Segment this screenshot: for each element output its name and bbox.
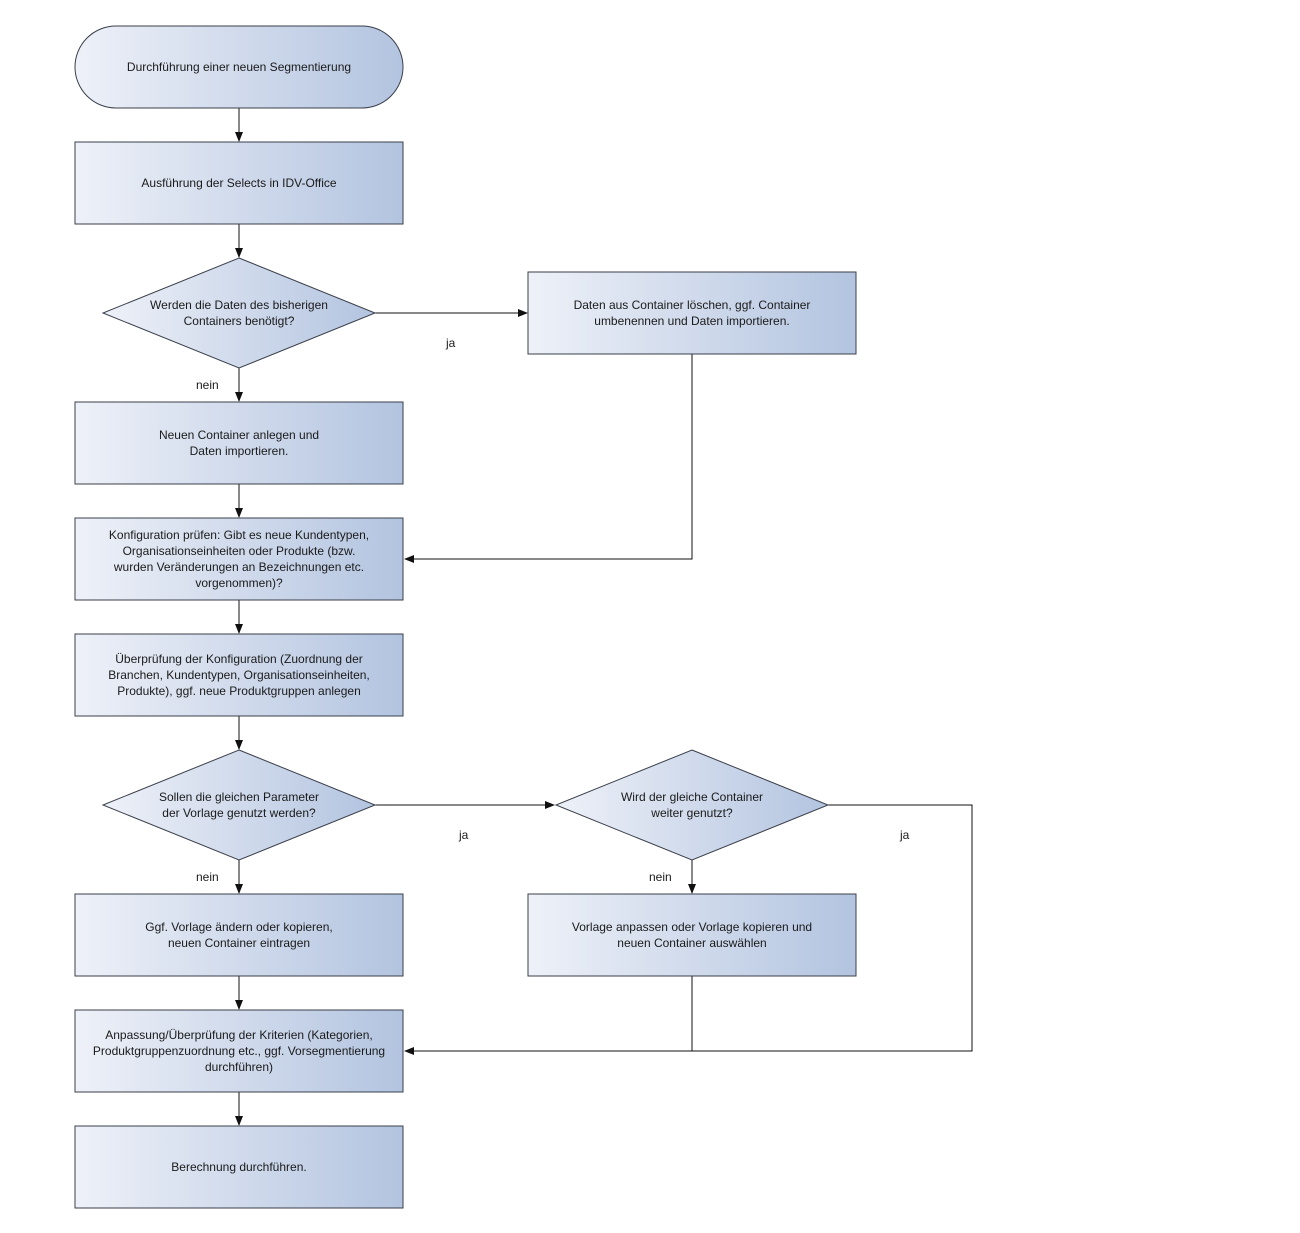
- adjust-criteria-line: Anpassung/Überprüfung der Kriterien (Kat…: [105, 1028, 373, 1042]
- review-config-line: Überprüfung der Konfiguration (Zuordnung…: [115, 652, 363, 666]
- change-template-node: Ggf. Vorlage ändern oder kopieren, neuen …: [74, 893, 404, 977]
- change-template-text: Ggf. Vorlage ändern oder kopieren, neuen …: [145, 920, 332, 950]
- delete-data-line: Daten aus Container löschen, ggf. Contai…: [574, 298, 811, 312]
- new-container-line: Daten importieren.: [190, 444, 289, 458]
- calculate-text: Berechnung durchführen.: [171, 1160, 306, 1174]
- calculate-box: [74, 1125, 404, 1209]
- connectors: [235, 108, 973, 1126]
- decision-same-container: Wird der gleiche Container weiter genutzt…: [554, 749, 830, 861]
- decision-data-needed-line: Werden die Daten des bisherigen: [150, 298, 328, 312]
- selects-box: [74, 141, 404, 225]
- start-line: Durchführung einer neuen Segmentierung: [127, 60, 351, 74]
- check-config-line: Organisationseinheiten oder Produkte (bz…: [123, 544, 356, 558]
- selects-text: Ausführung der Selects in IDV-Office: [141, 176, 337, 190]
- adjust-template-node: Vorlage anpassen oder Vorlage kopieren u…: [527, 893, 857, 977]
- decision-same-params-text: Sollen die gleichen Parameter der Vorlage…: [159, 790, 319, 820]
- edge-delete-to-check: [404, 354, 693, 563]
- decision-data-needed-shape: [101, 257, 377, 369]
- review-config-line: Produkte), ggf. neue Produktgruppen anle…: [117, 684, 361, 698]
- check-config-box: [74, 517, 404, 601]
- review-config-line: Branchen, Kundentypen, Organisationseinh…: [108, 668, 370, 682]
- check-config-text: Konfiguration prüfen: Gibt es neue Kunde…: [109, 528, 369, 590]
- label-no-2: nein: [196, 870, 219, 884]
- check-config-line: wurden Veränderungen an Bezeichnungen et…: [113, 560, 364, 574]
- start-terminator-shape: [74, 25, 404, 109]
- label-no-1: nein: [196, 378, 219, 392]
- start-node-text: Durchführung einer neuen Segmentierung: [127, 60, 351, 74]
- adjust-template-box: [527, 893, 857, 977]
- adjust-criteria-line: durchführen): [205, 1060, 273, 1074]
- check-config-line: Konfiguration prüfen: Gibt es neue Kunde…: [109, 528, 369, 542]
- delete-data-node: Daten aus Container löschen, ggf. Contai…: [527, 271, 857, 355]
- decision-same-container-line: Wird der gleiche Container: [621, 790, 763, 804]
- label-yes-2: ja: [458, 828, 469, 842]
- delete-data-line: umbenennen und Daten importieren.: [594, 314, 789, 328]
- adjust-criteria-node: Anpassung/Überprüfung der Kriterien (Kat…: [74, 1009, 404, 1093]
- adjust-template-line: Vorlage anpassen oder Vorlage kopieren u…: [572, 920, 812, 934]
- calculate-line: Berechnung durchführen.: [171, 1160, 306, 1174]
- decision-same-container-text: Wird der gleiche Container weiter genutzt…: [621, 790, 763, 820]
- delete-data-text: Daten aus Container löschen, ggf. Contai…: [574, 298, 811, 328]
- decision-same-container-line: weiter genutzt?: [650, 806, 733, 820]
- change-template-line: Ggf. Vorlage ändern oder kopieren,: [145, 920, 332, 934]
- review-config-text: Überprüfung der Konfiguration (Zuordnung…: [108, 652, 370, 698]
- new-container-box: [74, 401, 404, 485]
- start-node: Durchführung einer neuen Segmentierung: [74, 25, 404, 109]
- adjust-criteria-line: Produktgruppenzuordnung etc., ggf. Vorse…: [93, 1044, 385, 1058]
- review-config-box: [74, 633, 404, 717]
- decision-same-params-shape: [101, 749, 377, 861]
- check-config-node: Konfiguration prüfen: Gibt es neue Kunde…: [74, 517, 404, 601]
- decision-same-params-line: der Vorlage genutzt werden?: [162, 806, 316, 820]
- selects-line: Ausführung der Selects in IDV-Office: [141, 176, 337, 190]
- calculate-node: Berechnung durchführen.: [74, 1125, 404, 1209]
- label-yes-3: ja: [899, 828, 910, 842]
- decision-data-needed-line: Containers benötigt?: [184, 314, 295, 328]
- selects-node: Ausführung der Selects in IDV-Office: [74, 141, 404, 225]
- review-config-node: Überprüfung der Konfiguration (Zuordnung…: [74, 633, 404, 717]
- edge-container-yes: [404, 804, 973, 1055]
- change-template-line: neuen Container eintragen: [168, 936, 310, 950]
- decision-same-params-line: Sollen die gleichen Parameter: [159, 790, 319, 804]
- check-config-line: vorgenommen)?: [195, 576, 283, 590]
- adjust-template-text: Vorlage anpassen oder Vorlage kopieren u…: [572, 920, 812, 950]
- decision-same-params: Sollen die gleichen Parameter der Vorlage…: [101, 749, 377, 861]
- adjust-criteria-text: Anpassung/Überprüfung der Kriterien (Kat…: [93, 1028, 385, 1074]
- delete-data-box: [527, 271, 857, 355]
- label-yes-1: ja: [445, 336, 456, 350]
- edge-labels: ja nein ja nein ja nein: [196, 336, 910, 884]
- adjust-criteria-box: [74, 1009, 404, 1093]
- new-container-line: Neuen Container anlegen und: [159, 428, 319, 442]
- decision-same-container-shape: [554, 749, 830, 861]
- label-no-3: nein: [649, 870, 672, 884]
- change-template-box: [74, 893, 404, 977]
- adjust-template-line: neuen Container auswählen: [617, 936, 766, 950]
